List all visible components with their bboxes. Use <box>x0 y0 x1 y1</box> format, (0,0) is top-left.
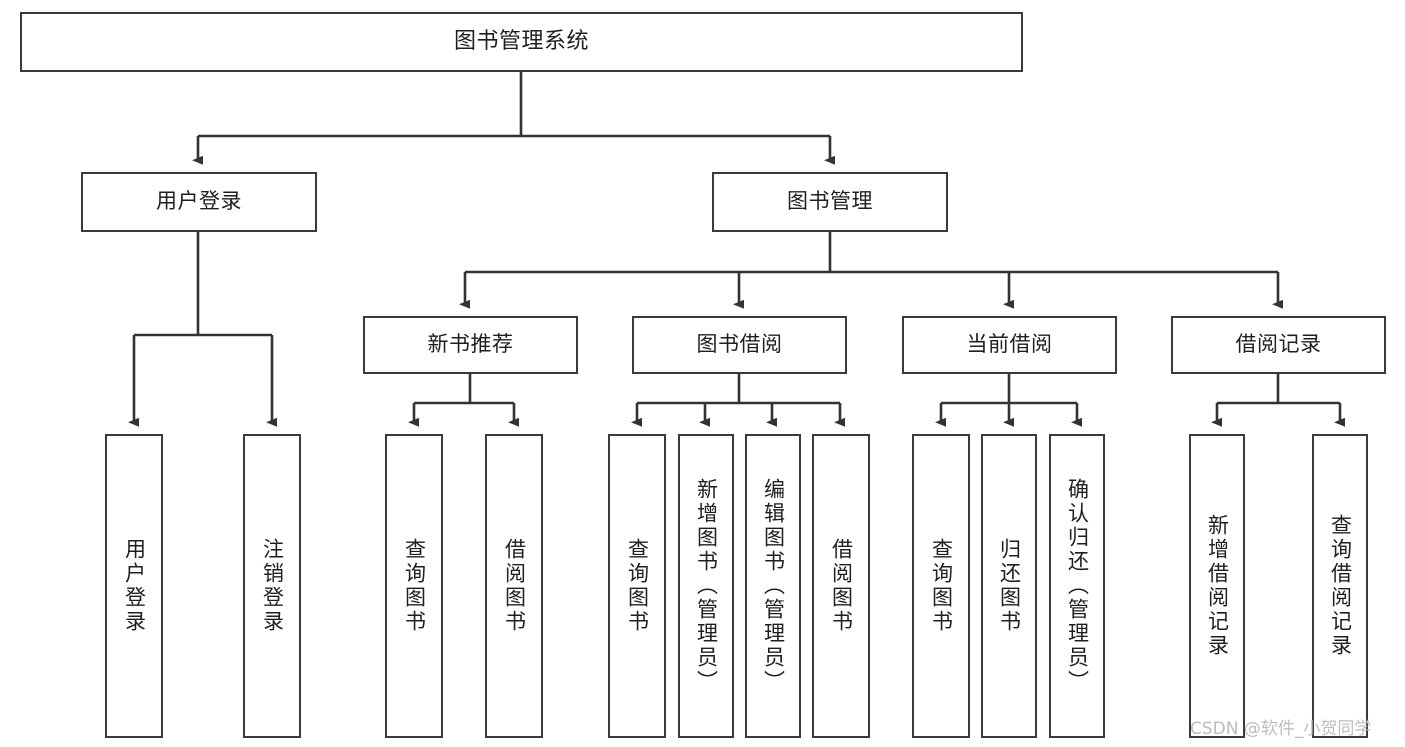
node-label: 确认归还（管理员） <box>1065 478 1090 694</box>
watermark-text: CSDN @软件_小贺同学 <box>1190 719 1372 739</box>
node-leaf-record-query[interactable]: 查询借阅记录 <box>1312 434 1368 738</box>
node-label: 图书管理 <box>787 189 873 214</box>
node-label: 编辑图书（管理员） <box>761 478 786 694</box>
node-label: 用户登录 <box>122 538 147 634</box>
node-leaf-user-login[interactable]: 用户登录 <box>105 434 163 738</box>
node-label: 用户登录 <box>156 189 242 214</box>
node-label: 归还图书 <box>997 538 1022 634</box>
node-label: 借阅记录 <box>1235 332 1322 357</box>
node-current-borrow[interactable]: 当前借阅 <box>902 316 1117 374</box>
node-new-book-recommend[interactable]: 新书推荐 <box>363 316 578 374</box>
node-leaf-current-query-book[interactable]: 查询图书 <box>912 434 970 738</box>
node-leaf-borrow-book[interactable]: 借阅图书 <box>812 434 870 738</box>
node-label: 借阅图书 <box>502 538 527 634</box>
node-label: 当前借阅 <box>966 332 1053 357</box>
node-leaf-current-confirm-return-admin[interactable]: 确认归还（管理员） <box>1049 434 1105 738</box>
node-leaf-recommend-query-book[interactable]: 查询图书 <box>385 434 443 738</box>
node-label: 新增借阅记录 <box>1205 514 1230 658</box>
node-leaf-user-logout[interactable]: 注销登录 <box>243 434 301 738</box>
node-leaf-borrow-add-book-admin[interactable]: 新增图书（管理员） <box>678 434 734 738</box>
node-label: 查询借阅记录 <box>1328 514 1353 658</box>
node-user-login[interactable]: 用户登录 <box>81 172 317 232</box>
node-label: 新书推荐 <box>427 332 514 357</box>
node-label: 查询图书 <box>402 538 427 634</box>
node-leaf-recommend-borrow-book[interactable]: 借阅图书 <box>485 434 543 738</box>
node-label: 注销登录 <box>260 538 285 634</box>
node-leaf-borrow-edit-book-admin[interactable]: 编辑图书（管理员） <box>745 434 801 738</box>
node-root-system[interactable]: 图书管理系统 <box>20 12 1023 72</box>
node-label: 查询图书 <box>625 538 650 634</box>
node-label: 图书借阅 <box>696 332 783 357</box>
node-book-borrow[interactable]: 图书借阅 <box>632 316 847 374</box>
node-label: 新增图书（管理员） <box>694 478 719 694</box>
node-book-manage[interactable]: 图书管理 <box>712 172 948 232</box>
node-leaf-current-return-book[interactable]: 归还图书 <box>981 434 1037 738</box>
node-label: 借阅图书 <box>829 538 854 634</box>
node-leaf-record-add[interactable]: 新增借阅记录 <box>1189 434 1245 738</box>
node-label: 查询图书 <box>929 538 954 634</box>
node-label: 图书管理系统 <box>453 28 589 54</box>
node-leaf-borrow-query-book[interactable]: 查询图书 <box>608 434 666 738</box>
node-borrow-record[interactable]: 借阅记录 <box>1171 316 1386 374</box>
